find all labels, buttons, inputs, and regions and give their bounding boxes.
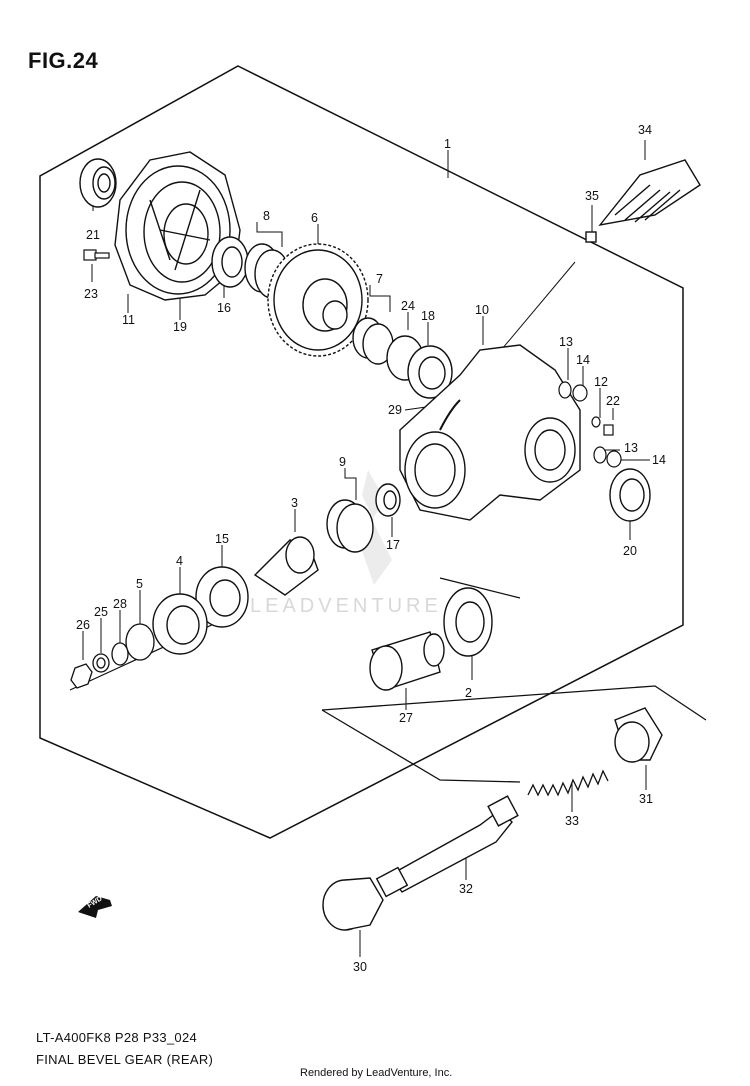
callout-8: 8	[263, 209, 270, 223]
callout-10: 10	[475, 303, 489, 317]
small-rings-graphic	[70, 623, 155, 689]
callout-17: 17	[386, 538, 400, 552]
callout-21: 21	[86, 228, 100, 242]
callout-15: 15	[215, 532, 229, 546]
callout-3: 3	[291, 496, 298, 510]
model-code: LT-A400FK8 P28 P33_024	[36, 1030, 198, 1045]
callout-4: 4	[176, 554, 183, 568]
callout-7: 7	[376, 272, 383, 286]
bearing-15-graphic	[195, 566, 249, 628]
callout-23: 23	[84, 287, 98, 301]
callout-35: 35	[585, 189, 599, 203]
shaft-group-outline-top	[321, 685, 707, 721]
breather-hose-29-graphic	[439, 399, 461, 431]
callout-6: 6	[311, 211, 318, 225]
coupling-27-graphic	[369, 631, 445, 691]
callout-27: 27	[399, 711, 413, 725]
callout-5: 5	[136, 577, 143, 591]
callout-20: 20	[623, 544, 637, 558]
figure-caption: FINAL BEVEL GEAR (REAR)	[36, 1052, 214, 1067]
bolt-23-graphic	[83, 249, 110, 261]
bevel-gear-6-graphic	[267, 243, 369, 357]
propeller-shaft-32-graphic	[375, 795, 519, 898]
assembly-outline	[39, 65, 684, 839]
boot-30-graphic	[322, 877, 384, 931]
seal-group-outline	[439, 577, 521, 599]
watermark-text: LEADVENTURE	[250, 595, 442, 617]
callout-16: 16	[217, 301, 231, 315]
callout-26: 26	[76, 618, 90, 632]
bearing-4-graphic	[152, 593, 208, 655]
case-cover-11-graphic	[114, 151, 241, 301]
callout-1: 1	[444, 137, 451, 151]
callout-18: 18	[421, 309, 435, 323]
callout-34: 34	[638, 123, 652, 137]
boot-34-graphic	[585, 159, 701, 243]
callout-32: 32	[459, 882, 473, 896]
forward-direction-arrow: FWD	[78, 895, 112, 918]
gear-case-10-graphic	[399, 344, 581, 521]
pinion-gear-3-graphic	[253, 536, 319, 596]
callout-13b: 13	[624, 441, 638, 455]
oil-seal-2-graphic	[443, 587, 493, 657]
callout-31: 31	[639, 792, 653, 806]
callout-14a: 14	[576, 353, 590, 367]
boot-31-graphic	[614, 707, 663, 763]
callout-2: 2	[465, 686, 472, 700]
callout-24: 24	[401, 299, 415, 313]
render-credit: Rendered by LeadVenture, Inc.	[300, 1067, 453, 1079]
shaft-group-outline-bottom	[321, 709, 521, 783]
callout-30: 30	[353, 960, 367, 974]
callout-22: 22	[606, 394, 620, 408]
shims-7-graphic	[352, 317, 453, 399]
bearing-16-graphic	[211, 236, 249, 288]
figure-title: FIG.24	[28, 48, 99, 73]
callout-labels: 1 2 3 4 5 6 7 8 9 10 11 12 13 13 14 14 1…	[76, 123, 666, 974]
callout-13a: 13	[559, 335, 573, 349]
callout-29: 29	[388, 403, 402, 417]
callout-11: 11	[122, 313, 135, 327]
oil-seal-21-graphic	[79, 158, 117, 208]
callout-19: 19	[173, 320, 187, 334]
callout-25: 25	[94, 605, 108, 619]
callout-33: 33	[565, 814, 579, 828]
callout-12: 12	[594, 375, 608, 389]
callout-14b: 14	[652, 453, 666, 467]
spring-33-graphic	[527, 769, 609, 797]
shims-9-graphic	[326, 483, 401, 553]
oil-seal-20-graphic	[609, 468, 651, 522]
callout-9: 9	[339, 455, 346, 469]
small-fasteners-graphic	[558, 381, 622, 468]
callout-28: 28	[113, 597, 127, 611]
